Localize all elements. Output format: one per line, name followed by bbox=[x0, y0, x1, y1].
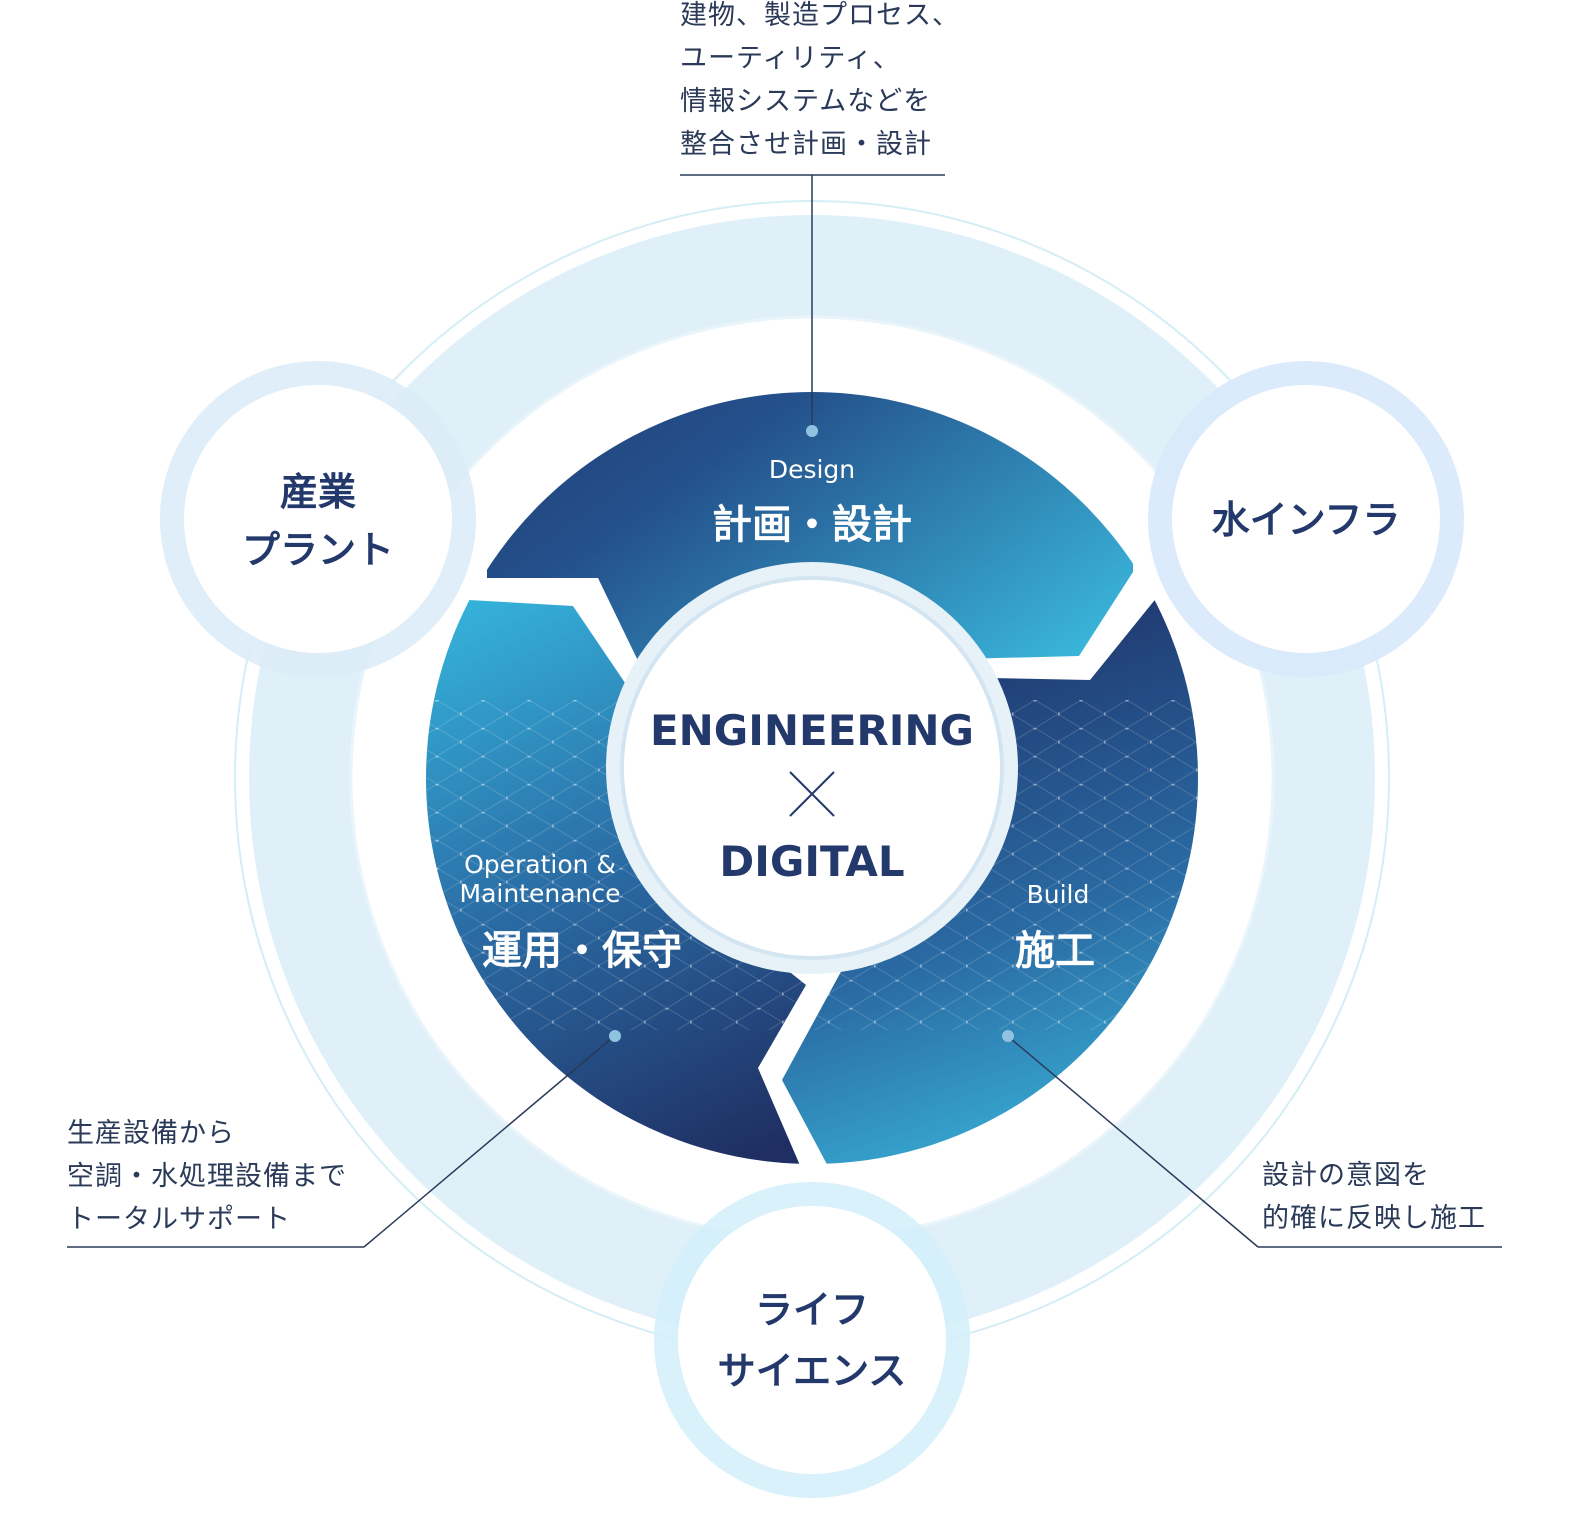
market-water-infra[interactable]: 水インフラ bbox=[1148, 361, 1464, 677]
build-annotation-line-2: 的確に反映し施工 bbox=[1262, 1203, 1486, 1234]
om-annotation-line-2: 空調・水処理設備まで bbox=[67, 1161, 347, 1192]
build-leader-line bbox=[1002, 1030, 1502, 1248]
design-ja-label: 計画・設計 bbox=[712, 502, 912, 548]
design-annotation-line-2: ユーティリティ、 bbox=[680, 43, 901, 74]
build-en-label: Build bbox=[1027, 880, 1090, 909]
market-life-science[interactable]: ライフ サイエンス bbox=[654, 1182, 970, 1498]
design-annotation: 建物、製造プロセス、 ユーティリティ、 情報システムなどを 整合させ計画・設計 bbox=[680, 0, 960, 166]
build-annotation-line-1: 設計の意図を bbox=[1262, 1160, 1430, 1191]
market-industrial-plant-line-2: プラント bbox=[242, 528, 394, 572]
build-annotation: 設計の意図を 的確に反映し施工 bbox=[1262, 1154, 1486, 1240]
design-leader-line bbox=[680, 174, 945, 437]
om-annotation-line-1: 生産設備から bbox=[67, 1118, 235, 1149]
market-life-science-line-2: サイエンス bbox=[718, 1349, 907, 1393]
market-water-infra-label: 水インフラ bbox=[1212, 498, 1401, 542]
center-hub bbox=[620, 576, 1004, 960]
times-symbol bbox=[789, 771, 835, 817]
om-en-label-line-2: Maintenance bbox=[460, 879, 621, 908]
design-annotation-line-1: 建物、製造プロセス、 bbox=[680, 0, 960, 31]
market-industrial-plant[interactable]: 産業 プラント bbox=[160, 361, 476, 677]
center-line-1: ENGINEERING bbox=[650, 706, 974, 755]
design-annotation-line-3: 情報システムなどを bbox=[680, 86, 932, 117]
om-en-label-line-1: Operation & bbox=[464, 850, 616, 879]
market-industrial-plant-line-1: 産業 bbox=[280, 470, 356, 514]
market-life-science-line-1: ライフ bbox=[755, 1288, 869, 1332]
center-line-2: DIGITAL bbox=[719, 837, 904, 886]
design-en-label: Design bbox=[769, 455, 855, 484]
om-annotation: 生産設備から 空調・水処理設備まで トータルサポート bbox=[67, 1112, 347, 1241]
om-leader-line bbox=[67, 1030, 621, 1248]
build-ja-label: 施工 bbox=[1015, 928, 1095, 974]
design-annotation-line-4: 整合させ計画・設計 bbox=[680, 129, 932, 160]
om-ja-label: 運用・保守 bbox=[482, 928, 682, 974]
om-annotation-line-3: トータルサポート bbox=[67, 1204, 291, 1235]
